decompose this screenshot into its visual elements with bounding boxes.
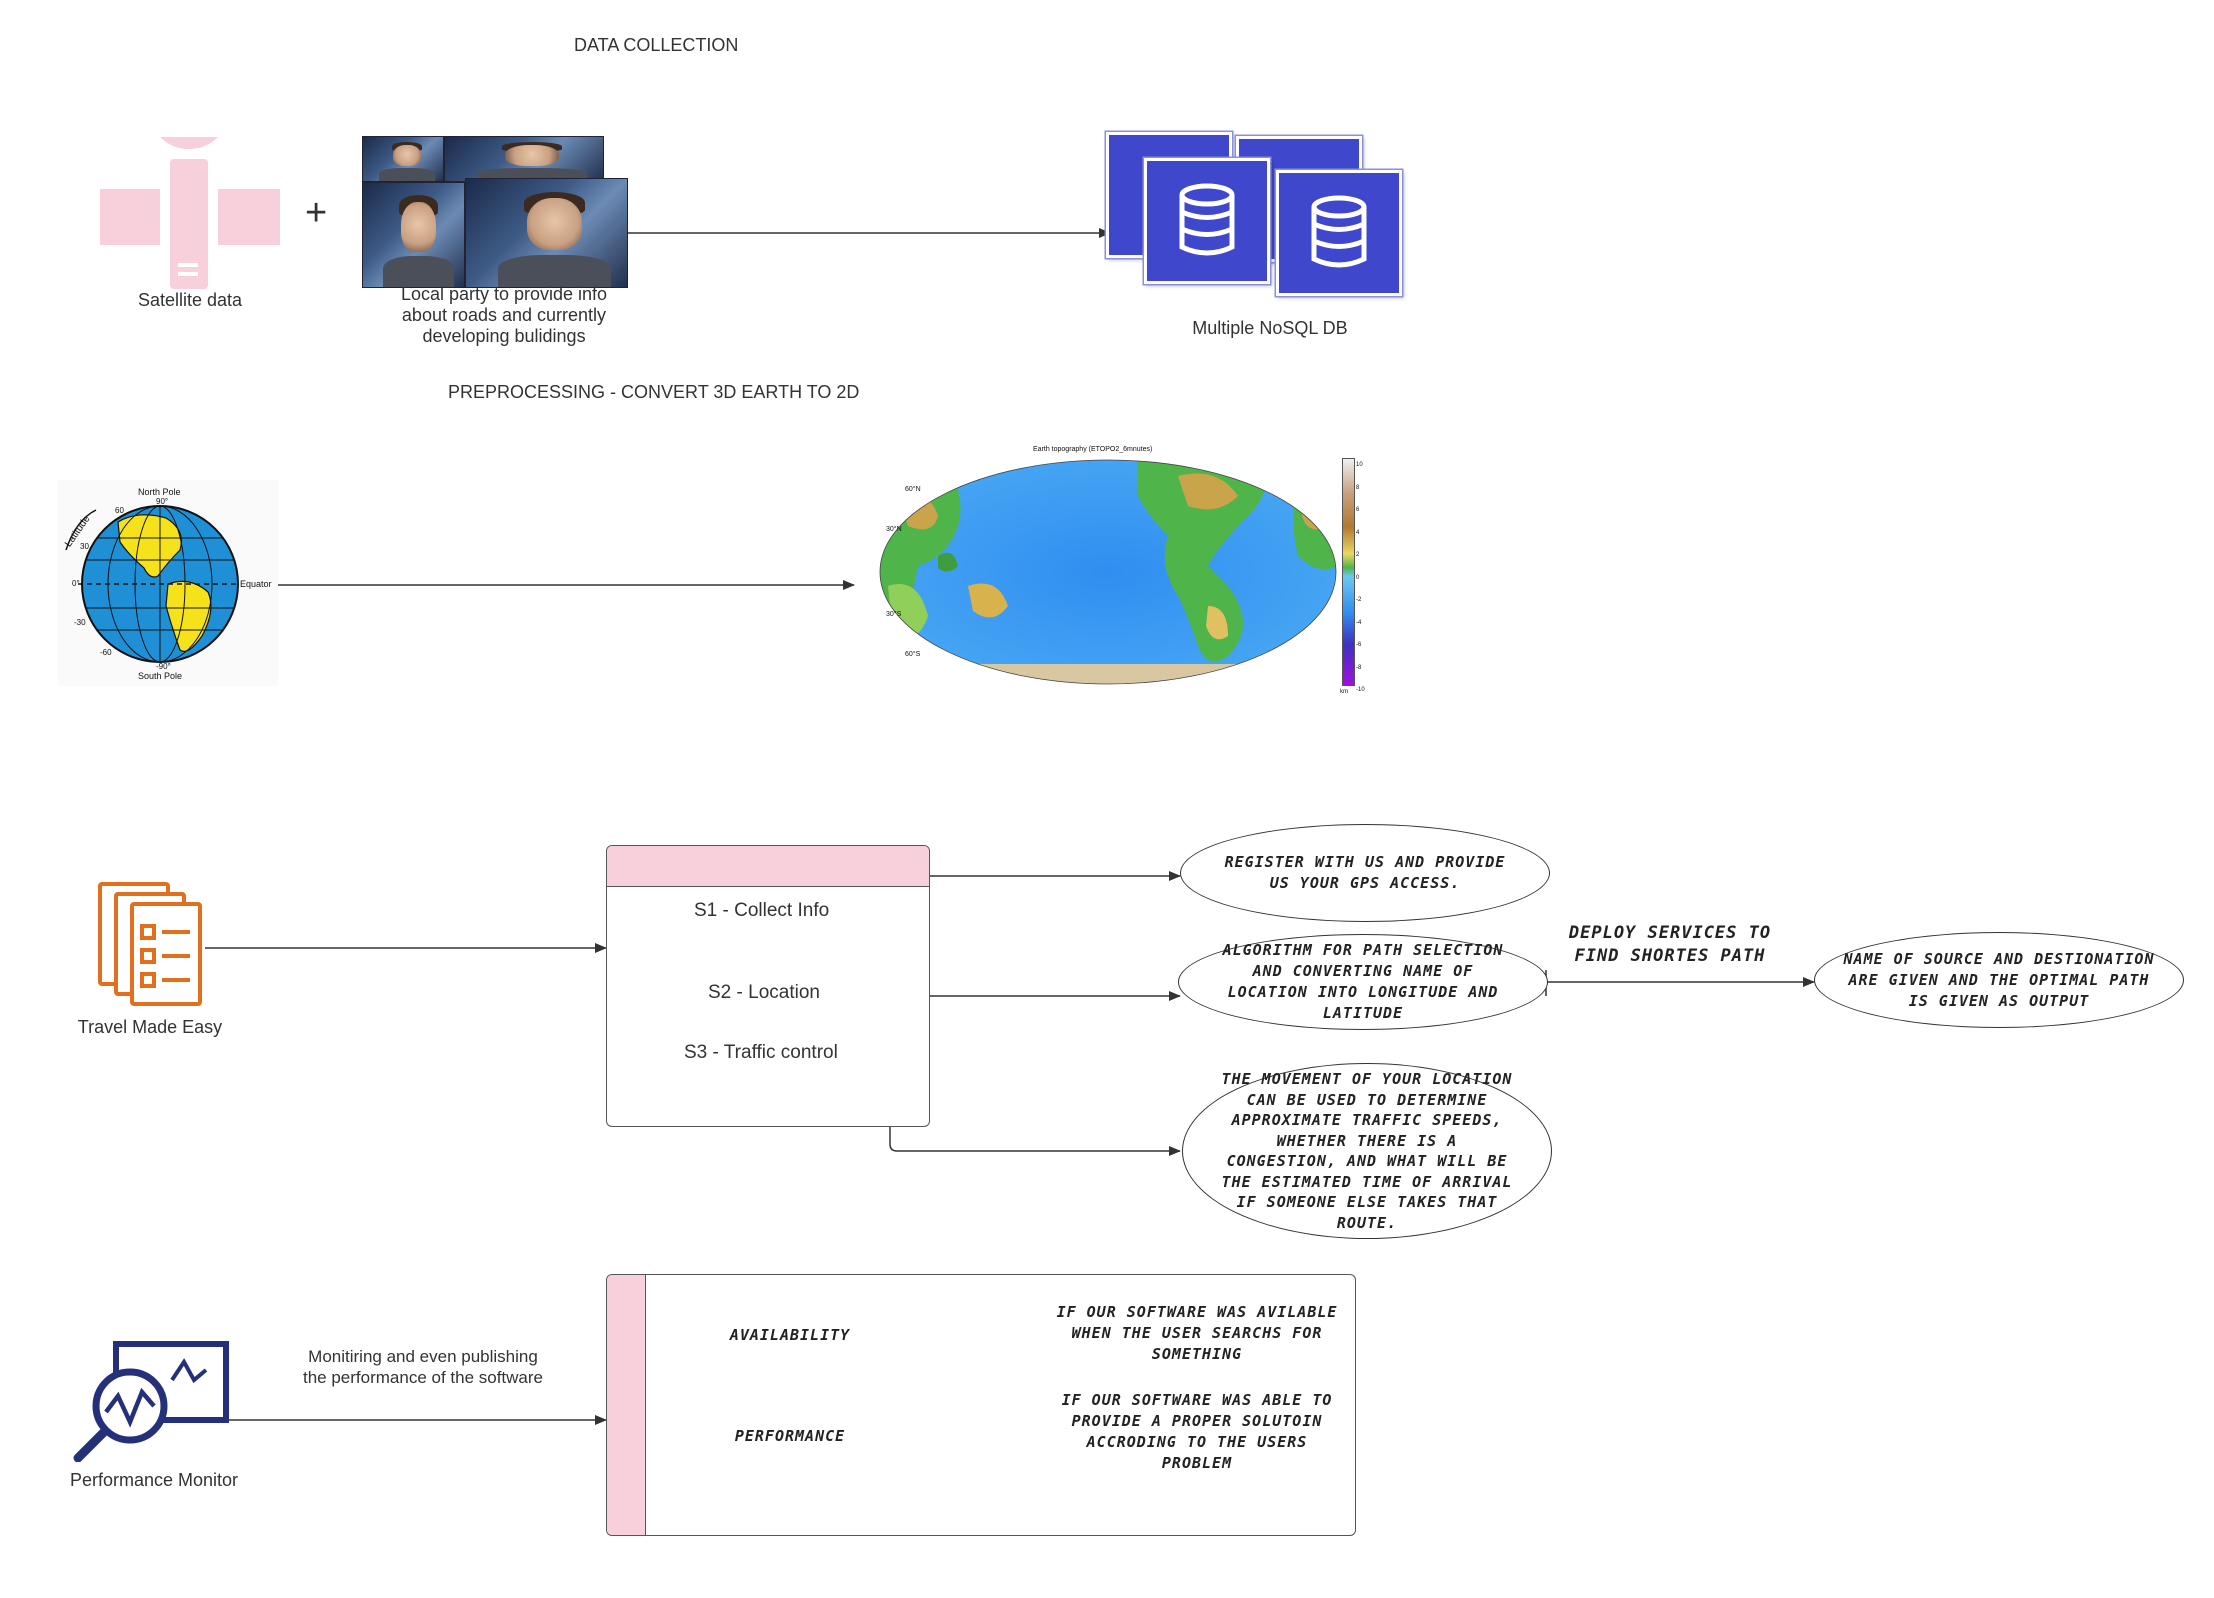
elevation-colorbar (1342, 458, 1355, 686)
nosql-db-stack (1106, 130, 1416, 302)
lat-tick: -90° (156, 662, 171, 671)
arrow-s1-to-register (889, 871, 1181, 914)
map-lat-label: 60°N (905, 486, 921, 493)
world-map-figure: Earth topography (ETOPO2_6mnutes) 60°N 3… (878, 444, 1368, 700)
photo-tile (362, 136, 444, 182)
db-icon (1276, 170, 1402, 296)
checklist-icon (98, 882, 202, 1006)
note-output-text: NAME OF SOURCE AND DESTIONATION ARE GIVE… (1843, 949, 2155, 1010)
heading-preprocessing: PREPROCESSING - CONVERT 3D EARTH TO 2D (448, 382, 860, 402)
map-lat-label: 30°N (886, 526, 902, 533)
local-party-photos (362, 136, 628, 288)
performance-label: PERFORMANCE (734, 1427, 846, 1445)
lat-tick: 90° (156, 497, 169, 506)
globe-icon (65, 505, 239, 663)
availability-label: AVAILABILITY (729, 1326, 851, 1344)
db-icon (1144, 158, 1270, 284)
availability-desc: IF OUR SOFTWARE WAS AVILABLE WHEN THE US… (1056, 1303, 1338, 1363)
equator-label: Equator (240, 579, 272, 589)
colorbar-tick: 0 (1356, 574, 1360, 581)
service-s1[interactable]: S1 - Collect Info (694, 900, 830, 921)
colorbar-tick: 4 (1356, 529, 1360, 536)
colorbar-unit: km (1340, 689, 1348, 695)
photo-tile (444, 136, 604, 182)
service-s3[interactable]: S3 - Traffic control (684, 1042, 838, 1063)
colorbar-tick: 10 (1356, 462, 1363, 468)
note-output: NAME OF SOURCE AND DESTIONATION ARE GIVE… (1814, 932, 2184, 1028)
monitor-arrow-label: Monitiring and even publishing the perfo… (302, 1347, 544, 1387)
deploy-label: DEPLOY SERVICES TO FIND SHORTES PATH (1568, 923, 1772, 966)
local-party-label: Local party to provide info about roads … (400, 284, 608, 346)
world-map-title: Earth topography (ETOPO2_6mnutes) (1033, 446, 1153, 453)
monitoring-box-band (607, 1275, 646, 1535)
monitoring-box (606, 1274, 1356, 1536)
colorbar-tick: 8 (1356, 484, 1360, 491)
south-pole-label: South Pole (138, 671, 183, 681)
services-box (606, 845, 930, 1127)
colorbar-tick: 6 (1356, 507, 1360, 513)
photo-tile (362, 182, 465, 288)
photo-tile (465, 178, 628, 288)
note-algorithm: ALGORITHM FOR PATH SELECTION AND CONVERT… (1178, 934, 1548, 1030)
note-register: REGISTER WITH US AND PROVIDE US YOUR GPS… (1180, 824, 1550, 922)
colorbar-tick: -4 (1356, 619, 1362, 626)
heading-data-collection: DATA COLLECTION (574, 35, 739, 55)
globe-diagram: North Pole South Pole Equator Latitude 9… (58, 480, 278, 686)
monitor-label: Performance Monitor (69, 1470, 239, 1490)
satellite-icon (100, 137, 280, 289)
colorbar-tick: -8 (1356, 664, 1362, 671)
arrow-s3-to-traffic (874, 1056, 1181, 1156)
service-s2[interactable]: S2 - Location (708, 982, 820, 1003)
performance-desc: IF OUR SOFTWARE WAS ABLE TO PROVIDE A PR… (1061, 1391, 1333, 1472)
map-lat-label: 30°S (886, 611, 902, 618)
lat-tick: 60 (115, 506, 124, 515)
colorbar-tick: -10 (1356, 687, 1365, 693)
satellite-label: Satellite data (137, 290, 243, 310)
colorbar-tick: -6 (1356, 642, 1362, 648)
world-map-icon (879, 459, 1337, 685)
note-algorithm-text: ALGORITHM FOR PATH SELECTION AND CONVERT… (1222, 941, 1504, 1022)
plus-sign: + (305, 192, 328, 234)
lat-tick: -60 (100, 648, 112, 657)
services-box-header (607, 846, 929, 887)
colorbar-ticks: 10 8 6 4 2 0 -2 -4 -6 -8 -10 (1356, 454, 1370, 693)
colorbar-tick: -2 (1356, 597, 1362, 603)
performance-monitor-icon (73, 1341, 229, 1462)
note-traffic: THE MOVEMENT OF YOUR LOCATION CAN BE USE… (1182, 1063, 1552, 1239)
north-pole-label: North Pole (138, 487, 181, 497)
nosql-label: Multiple NoSQL DB (1192, 318, 1348, 338)
note-register-text: REGISTER WITH US AND PROVIDE US YOUR GPS… (1224, 853, 1506, 892)
lat-tick: 0° (72, 579, 80, 588)
app-label: Travel Made Easy (77, 1017, 223, 1037)
note-traffic-text: THE MOVEMENT OF YOUR LOCATION CAN BE USE… (1221, 1070, 1513, 1232)
map-lat-label: 60°S (905, 651, 921, 658)
lat-tick: 30 (80, 542, 89, 551)
colorbar-tick: 2 (1356, 552, 1360, 558)
lat-tick: -30 (74, 618, 86, 627)
